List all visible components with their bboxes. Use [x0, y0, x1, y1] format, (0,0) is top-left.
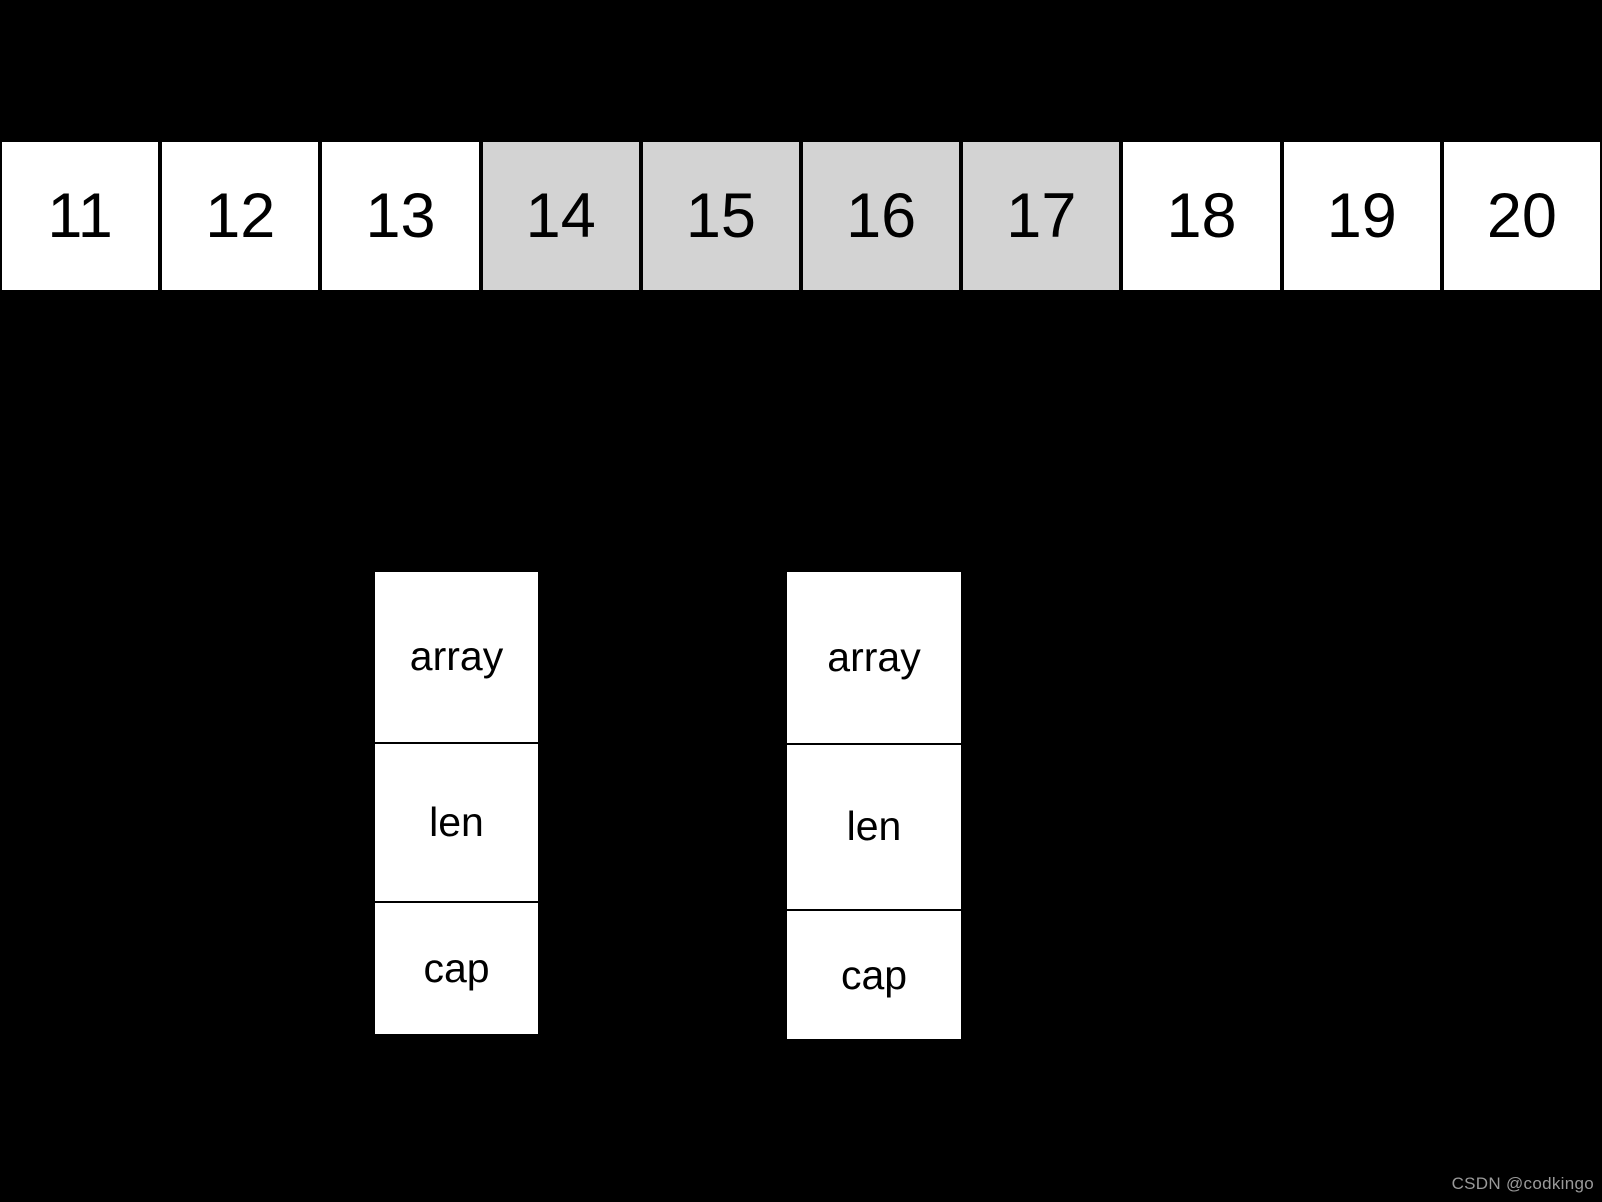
struct-field-array: array	[375, 572, 538, 744]
struct-field-len: len	[375, 743, 538, 904]
struct-field-len: len	[787, 744, 961, 912]
array-cell-highlighted: 15	[640, 140, 802, 292]
array-cell: 20	[1441, 140, 1602, 292]
array-cell-highlighted: 16	[801, 140, 962, 292]
struct-field-array: array	[787, 572, 961, 745]
array-cell: 13	[320, 140, 481, 292]
array-cell: 18	[1121, 140, 1282, 292]
struct-field-cap: cap	[375, 903, 538, 1034]
slice-header-right: array len cap	[785, 570, 963, 1041]
array-cell: 11	[0, 140, 161, 292]
array-cell-highlighted: 14	[480, 140, 641, 292]
watermark-text: CSDN @codkingo	[1451, 1174, 1594, 1193]
array-cell: 19	[1281, 140, 1442, 292]
backing-array-strip: 11 12 13 14 15 16 17 18 19 20	[0, 140, 1602, 292]
array-cell-highlighted: 17	[961, 140, 1122, 292]
slice-header-left: array len cap	[373, 570, 540, 1036]
array-cell: 12	[160, 140, 321, 292]
struct-field-cap: cap	[787, 911, 961, 1039]
